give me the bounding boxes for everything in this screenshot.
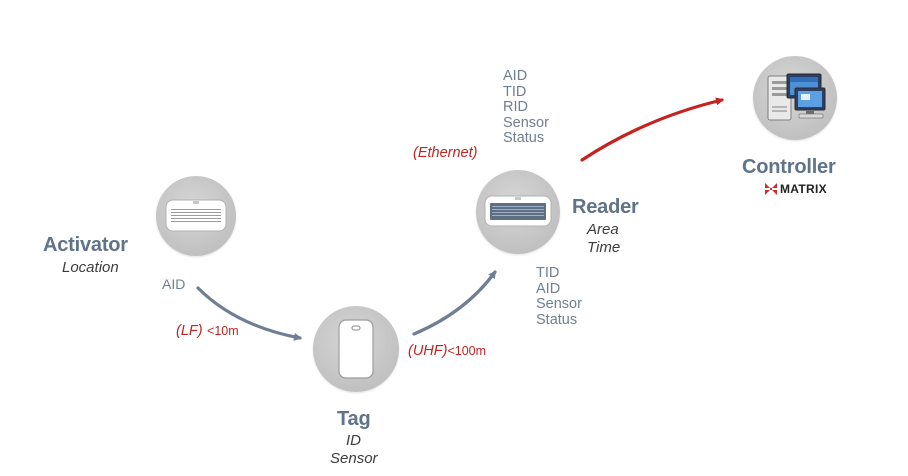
activator-subtitle: Location (62, 259, 119, 276)
uhf-link-label: (UHF)<100m (408, 342, 486, 360)
activator-device-icon (165, 199, 227, 232)
tag-sub-sensor: Sensor (330, 450, 378, 467)
lf-range: <10m (207, 324, 239, 338)
matrix-brand: MATRIX (764, 182, 827, 196)
tag-node (313, 306, 399, 392)
activator-title: Activator (43, 234, 128, 256)
arrow-activator-to-tag (196, 286, 302, 341)
reader-sub-area: Area (587, 221, 619, 238)
ethernet-medium-label: (Ethernet) (413, 145, 478, 161)
reader-title: Reader (572, 196, 639, 218)
activator-payload-label: AID (162, 276, 186, 292)
matrix-brand-text: MATRIX (780, 182, 827, 196)
reader-sub-time: Time (587, 239, 621, 256)
payload-item: Status (536, 311, 578, 328)
arrow-reader-to-controller (580, 97, 724, 162)
tag-device-icon (338, 319, 374, 379)
computer-server-icon (767, 73, 826, 121)
uhf-range: <100m (447, 344, 487, 358)
arrow-tag-to-reader (412, 270, 497, 336)
payload-item: Sensor (536, 296, 582, 312)
reader-device-icon (484, 195, 552, 227)
payload-item: Status (503, 130, 545, 146)
payload-item: AID (536, 280, 561, 297)
controller-node (753, 56, 837, 140)
lf-link-label: (LF) <10m (176, 322, 239, 340)
controller-title: Controller (742, 156, 836, 178)
activator-node (156, 176, 236, 256)
tag-title: Tag (337, 408, 371, 430)
payload-item: TID (536, 265, 560, 281)
tag-to-reader-payload-list: TID AID Sensor Status (536, 265, 582, 328)
reader-node (476, 170, 560, 254)
uhf-medium: (UHF) (408, 343, 448, 359)
payload-item: RID (503, 99, 528, 115)
payload-item: AID (503, 68, 528, 84)
tag-sub-id: ID (346, 432, 361, 449)
lf-medium: (LF) (176, 323, 203, 339)
payload-item: TID (503, 83, 527, 100)
matrix-logo-icon (765, 183, 777, 195)
reader-to-controller-payload-list: AID TID RID Sensor Status (503, 68, 549, 147)
payload-item: Sensor (503, 114, 549, 131)
